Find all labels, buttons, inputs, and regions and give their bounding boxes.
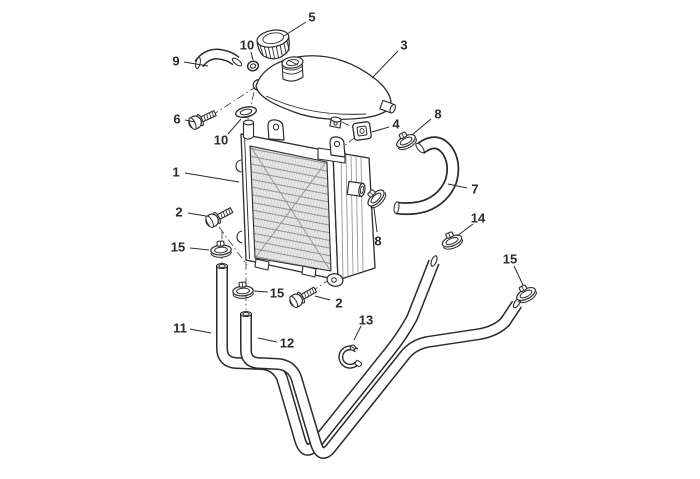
- callout-leader-line: [513, 265, 524, 286]
- radiator: [235, 119, 376, 287]
- callout-13-19: 13: [353, 313, 373, 341]
- callout-10-5: 10: [214, 118, 242, 148]
- part-number-label: 6: [173, 112, 180, 127]
- spring-clip: [338, 344, 363, 369]
- callout-12-18: 12: [257, 336, 294, 351]
- part-number-label: 9: [172, 54, 179, 69]
- callout-layer: 5 10 9 3 6 10 4 8 1 7 2 8 15 14 15 15 2 11 12 13: [171, 10, 524, 351]
- bolt-2-lower: [286, 283, 319, 310]
- callout-15-14: 15: [503, 252, 524, 286]
- hose-clamp-15-mid: [231, 280, 255, 300]
- callout-leader-line: [184, 172, 240, 183]
- part-number-label: 10: [240, 38, 254, 53]
- callout-11-17: 11: [173, 321, 212, 336]
- expansion-tank: [252, 55, 396, 129]
- tank-filler-neck: [281, 56, 304, 82]
- part-number-label: 15: [270, 286, 284, 301]
- coolant-hose-12: [239, 297, 522, 459]
- filler-cap: [256, 29, 290, 60]
- breather-hose: [194, 48, 243, 69]
- callout-leader-line: [257, 337, 278, 343]
- part-number-label: 1: [172, 165, 179, 180]
- hose-clamp-15-left: [209, 239, 233, 259]
- part-number-label: 8: [374, 234, 381, 249]
- upper-radiator-hose: [393, 136, 460, 216]
- seal-ring-upper: [245, 59, 261, 73]
- callout-2-10: 2: [175, 205, 207, 220]
- callout-leader-line: [187, 212, 207, 217]
- callout-leader-line: [253, 290, 269, 293]
- part-number-label: 12: [280, 336, 294, 351]
- radiator-outlet-port: [346, 180, 366, 197]
- callout-leader-line: [184, 119, 196, 123]
- callout-2-16: 2: [314, 295, 343, 311]
- callout-leader-line: [353, 325, 362, 341]
- callout-14-13: 14: [456, 211, 486, 237]
- part-number-label: 3: [400, 38, 407, 53]
- callout-4-6: 4: [371, 117, 400, 133]
- callout-8-11: 8: [373, 207, 382, 249]
- callout-leader-line: [183, 61, 209, 67]
- callout-leader-line: [447, 183, 468, 189]
- part-number-label: 7: [471, 182, 478, 197]
- part-number-label: 11: [173, 321, 187, 336]
- callout-8-7: 8: [411, 107, 442, 136]
- part-number-label: 14: [471, 211, 486, 226]
- callout-6-4: 6: [173, 112, 196, 127]
- callout-leader-line: [373, 207, 378, 233]
- tank-right-spigot: [379, 99, 396, 114]
- callout-leader-line: [314, 295, 331, 301]
- tank-bottom-tab: [329, 116, 342, 129]
- part-number-label: 2: [175, 205, 182, 220]
- callout-9-2: 9: [172, 54, 209, 69]
- callout-1-8: 1: [172, 165, 240, 183]
- callout-leader-line: [371, 126, 390, 133]
- callout-7-9: 7: [447, 182, 479, 197]
- bolt-6: [186, 106, 219, 132]
- hose-clamp-14: [438, 228, 465, 253]
- bolt-2-upper: [203, 203, 236, 230]
- callout-leader-line: [411, 118, 432, 136]
- part-number-label: 15: [171, 240, 185, 255]
- callout-leader-line: [456, 223, 474, 237]
- callout-15-12: 15: [171, 240, 210, 255]
- hose-clamp-8-upper: [392, 127, 420, 153]
- callout-5-0: 5: [283, 10, 316, 37]
- part-number-label: 13: [359, 313, 373, 328]
- callout-leader-line: [371, 50, 399, 79]
- callout-leader-line: [189, 328, 212, 334]
- callout-leader-line: [283, 21, 307, 37]
- part-number-label: 15: [503, 252, 517, 267]
- part-number-label: 5: [308, 10, 315, 25]
- part-number-label: 2: [335, 296, 342, 311]
- callout-10-1: 10: [240, 38, 254, 61]
- callout-3-3: 3: [371, 38, 408, 79]
- seal-ring-lower: [235, 106, 257, 118]
- part-number-label: 8: [434, 107, 441, 122]
- callout-leader-line: [189, 247, 210, 251]
- part-number-label: 10: [214, 133, 228, 148]
- callout-15-15: 15: [253, 286, 284, 301]
- coolant-hose-11: [215, 255, 440, 456]
- callout-leader-line: [227, 118, 242, 135]
- grommet-plate: [352, 121, 372, 141]
- callout-leader-line: [250, 51, 254, 61]
- part-number-label: 4: [392, 117, 400, 132]
- radiator-filler-neck: [242, 119, 255, 140]
